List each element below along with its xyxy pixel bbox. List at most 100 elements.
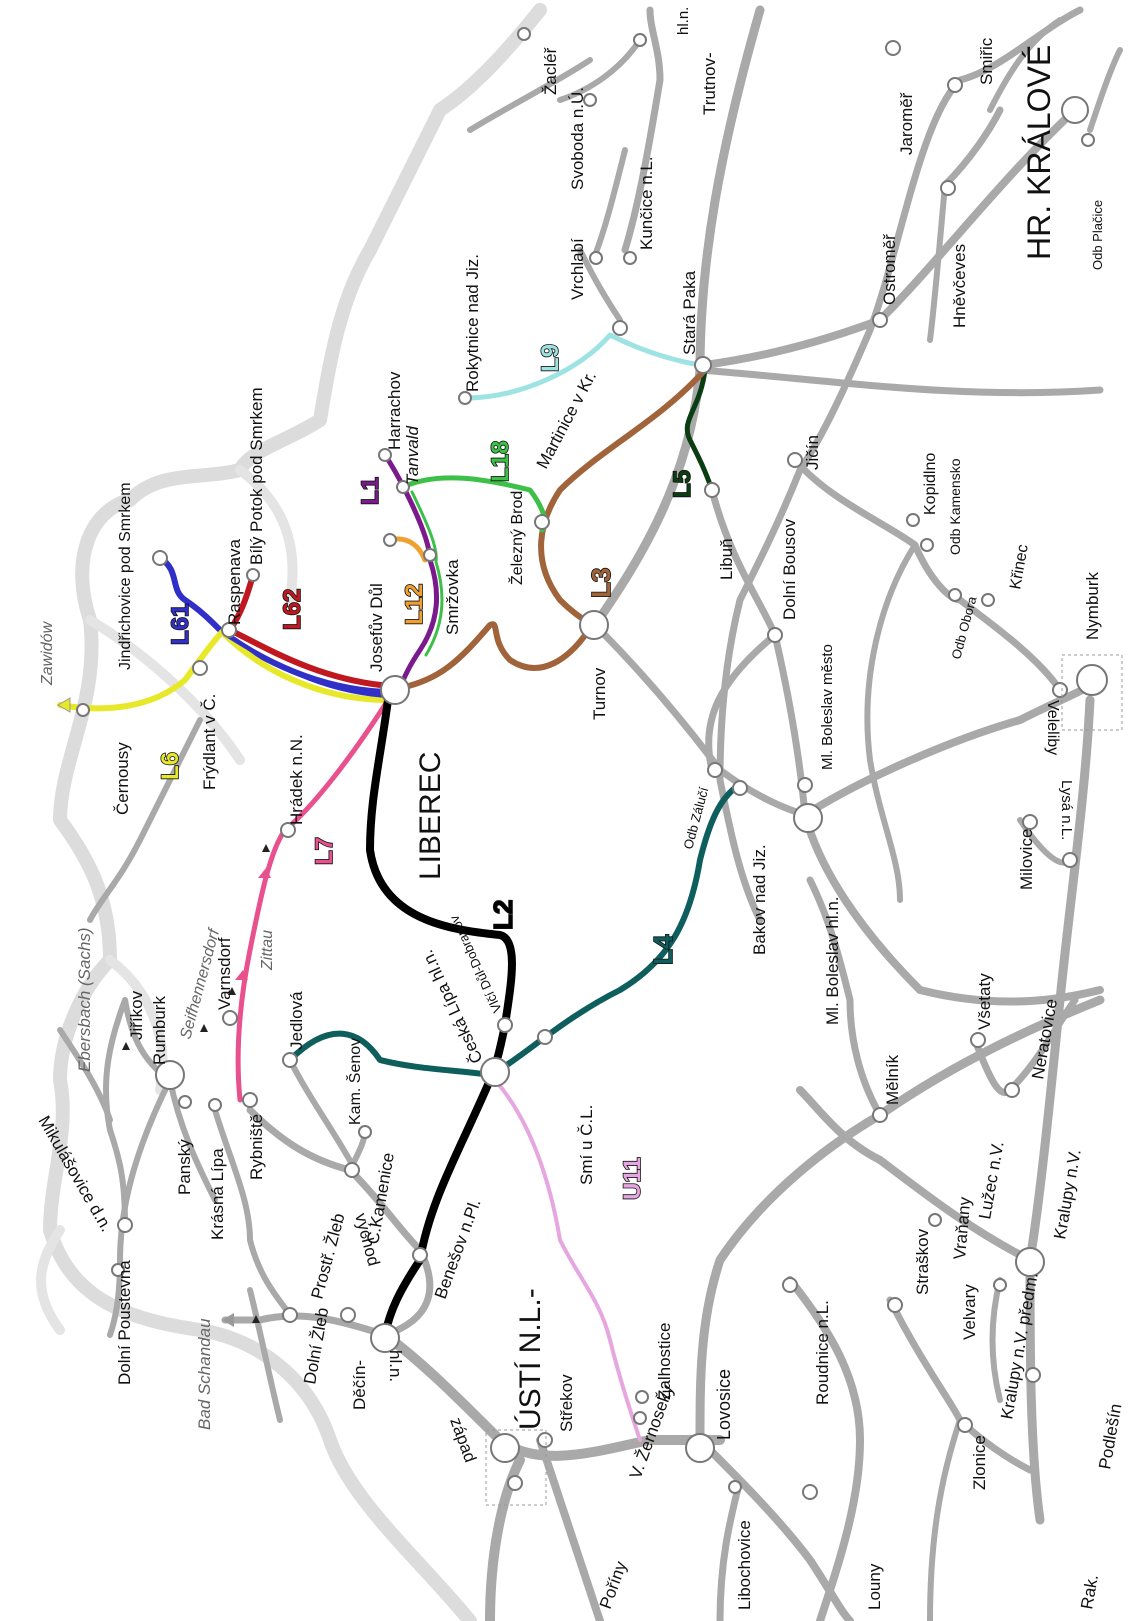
station-marker[interactable] <box>928 1213 942 1227</box>
station-marker[interactable] <box>1061 96 1089 124</box>
station-marker[interactable] <box>623 251 637 265</box>
station-marker[interactable] <box>340 1307 356 1323</box>
station-marker[interactable] <box>378 448 392 462</box>
station-marker[interactable] <box>192 660 208 676</box>
station-label: Odb Obora <box>948 594 979 661</box>
station-marker[interactable] <box>685 1433 715 1463</box>
station-marker[interactable] <box>1015 1247 1045 1277</box>
station-marker[interactable] <box>694 356 712 374</box>
station-marker[interactable] <box>370 1323 400 1353</box>
station-label: Bílý Potok pod Smrkem <box>247 387 266 565</box>
station-marker[interactable] <box>412 1247 428 1263</box>
station-label: Raspenava <box>225 538 244 625</box>
labels-layer: Zawidów Ebersbach (Sachs) Seifhennersdor… <box>35 7 1126 1612</box>
arrow-icon <box>235 970 248 980</box>
station-marker[interactable] <box>885 40 901 56</box>
station-marker[interactable] <box>208 1098 222 1112</box>
station-marker[interactable] <box>612 320 628 336</box>
station-marker[interactable] <box>507 1475 523 1491</box>
station-marker[interactable] <box>940 180 956 196</box>
station-marker[interactable] <box>947 77 963 93</box>
station-marker[interactable] <box>396 480 410 494</box>
station-marker[interactable] <box>589 251 603 265</box>
station-marker[interactable] <box>111 1263 125 1277</box>
station-marker[interactable] <box>782 1277 798 1293</box>
station-label: Ostroměř <box>880 234 899 305</box>
station-label: Veleliby <box>1044 700 1061 755</box>
station-marker[interactable] <box>222 1010 238 1026</box>
station-marker[interactable] <box>246 568 260 582</box>
station-marker[interactable] <box>517 27 531 41</box>
station-marker[interactable] <box>152 550 168 566</box>
station-marker[interactable] <box>970 1032 986 1048</box>
station-marker[interactable] <box>358 1125 372 1139</box>
station-marker[interactable] <box>707 762 723 778</box>
station-label: Kunčice n.L. <box>637 156 656 250</box>
station-marker[interactable] <box>178 1095 192 1109</box>
station-label: Smí u Č.L. <box>577 1105 596 1185</box>
station-marker[interactable] <box>221 622 237 638</box>
station-marker[interactable] <box>872 1107 888 1123</box>
station-marker[interactable] <box>383 533 397 547</box>
station-marker[interactable] <box>282 1052 298 1068</box>
station-marker[interactable] <box>797 777 813 793</box>
station-marker[interactable] <box>480 1057 510 1087</box>
station-label: Smržovka <box>443 559 462 635</box>
station-marker[interactable] <box>920 538 934 552</box>
station-marker[interactable] <box>1062 852 1078 868</box>
station-marker[interactable] <box>957 1417 973 1433</box>
station-marker[interactable] <box>767 627 783 643</box>
station-marker[interactable] <box>1052 682 1068 698</box>
station-label: Žalhostice <box>655 1323 674 1400</box>
station-marker[interactable] <box>458 391 472 405</box>
line-code-L5: L5 <box>669 470 696 498</box>
station-marker[interactable] <box>534 514 550 530</box>
station-label: Mělník <box>883 1054 902 1105</box>
station-label: Frýdlant v Č. <box>200 694 219 790</box>
station-marker[interactable] <box>728 1480 742 1494</box>
station-marker[interactable] <box>802 1484 818 1500</box>
station-marker[interactable] <box>1076 664 1108 696</box>
station-label: Milovice <box>1017 829 1036 890</box>
line-code-L12: L12 <box>401 584 428 625</box>
station-label: Ml. Boleslav město <box>819 644 836 770</box>
station-marker[interactable] <box>380 675 410 705</box>
station-marker[interactable] <box>1081 133 1095 147</box>
station-label: Vrchlabí <box>568 238 587 300</box>
station-marker[interactable] <box>981 593 995 607</box>
station-marker[interactable] <box>117 1217 133 1233</box>
station-marker[interactable] <box>497 1017 513 1033</box>
station-marker[interactable] <box>76 703 90 717</box>
station-label: Odb Plačice <box>1090 200 1105 270</box>
border-crossing-icon <box>122 1042 130 1050</box>
station-marker[interactable] <box>633 33 647 47</box>
station-marker[interactable] <box>704 482 720 498</box>
station-marker[interactable] <box>537 1029 553 1045</box>
station-label: Benešov n.Pl. <box>431 1196 485 1301</box>
station-marker[interactable] <box>948 588 962 602</box>
station-marker[interactable] <box>344 1162 360 1178</box>
station-marker[interactable] <box>635 1390 649 1404</box>
station-marker[interactable] <box>1025 1367 1041 1383</box>
station-marker[interactable] <box>280 822 296 838</box>
station-marker[interactable] <box>887 1297 903 1313</box>
station-marker[interactable] <box>490 1433 520 1463</box>
station-marker[interactable] <box>423 548 437 562</box>
station-marker[interactable] <box>537 1432 553 1448</box>
station-marker[interactable] <box>155 1060 185 1090</box>
station-marker[interactable] <box>1004 1082 1020 1098</box>
station-marker[interactable] <box>793 803 823 833</box>
station-marker[interactable] <box>993 1278 1007 1292</box>
station-marker[interactable] <box>579 610 609 640</box>
station-marker[interactable] <box>872 312 888 328</box>
station-label: Střekov <box>557 1374 576 1432</box>
station-marker[interactable] <box>1022 814 1038 830</box>
station-marker[interactable] <box>633 1411 647 1425</box>
station-marker[interactable] <box>583 93 597 107</box>
station-marker[interactable] <box>906 513 920 527</box>
station-marker[interactable] <box>787 452 803 468</box>
station-marker[interactable] <box>282 1307 298 1323</box>
station-marker[interactable] <box>732 780 748 796</box>
station-marker[interactable] <box>242 1092 258 1108</box>
line-L3-track <box>397 369 706 691</box>
